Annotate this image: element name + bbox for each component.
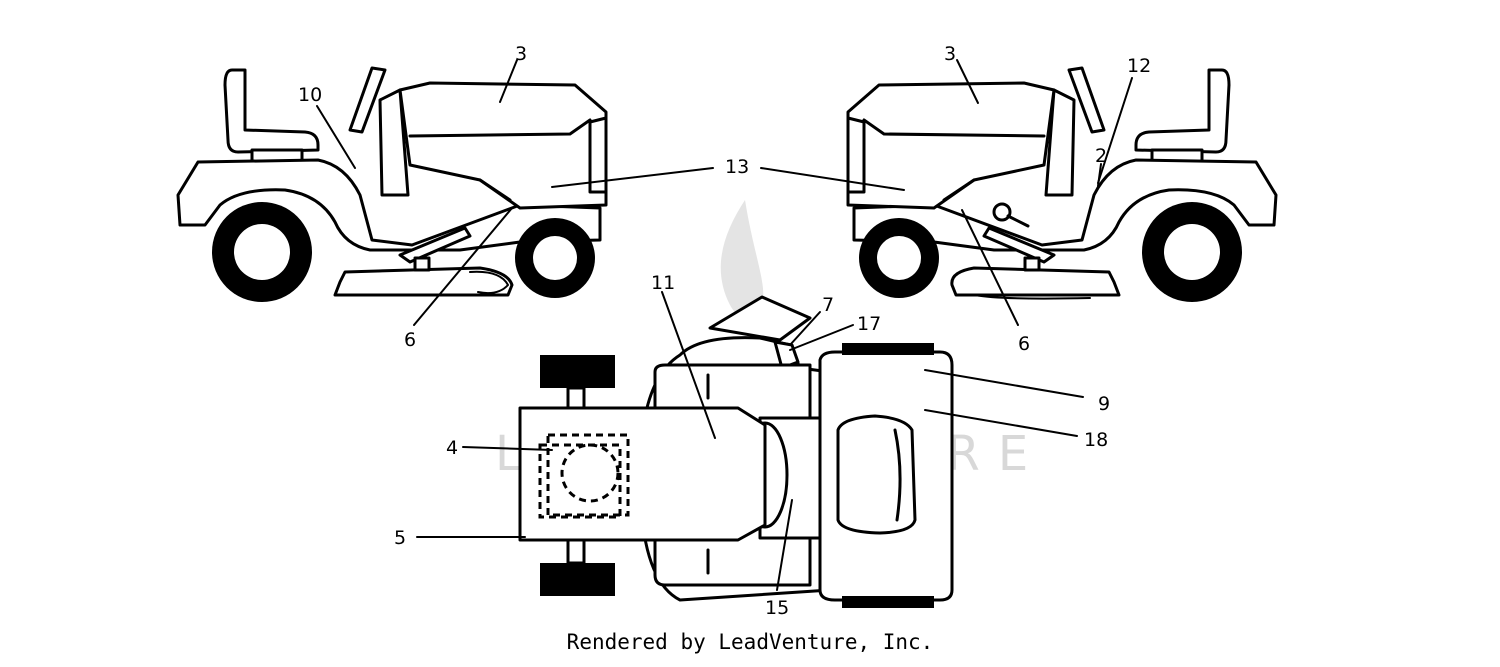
front-tire-bottom [842, 596, 934, 608]
leader-17 [789, 324, 854, 351]
rear-wheel-hub [234, 224, 290, 280]
seat [1134, 68, 1231, 154]
credit-text: Rendered by LeadVenture, Inc. [566, 630, 934, 654]
ignition-key-shaft [1006, 214, 1030, 228]
hood-side-crease [478, 178, 512, 202]
battery-box-inner [538, 443, 622, 519]
callout-12: 12 [1127, 55, 1151, 77]
leader-2 [1097, 163, 1102, 187]
steering-wheel [348, 66, 387, 134]
leader-13-right [760, 167, 905, 191]
leader-6-left [413, 207, 513, 326]
callout-2: 2 [1095, 145, 1107, 167]
leader-10 [316, 105, 356, 169]
leader-9 [924, 369, 1084, 398]
headlight-dome-inner [893, 428, 902, 522]
leader-lines [316, 59, 1133, 591]
tractor-right-side-view [846, 66, 1278, 302]
callout-18: 18 [1084, 429, 1108, 451]
steering-wheel [1067, 66, 1106, 134]
watermark-flame-icon [720, 200, 764, 320]
rear-frame [518, 406, 767, 542]
steering-column [1044, 88, 1076, 197]
rear-wheel-hub [1164, 224, 1220, 280]
front-tire-top [842, 343, 934, 355]
leader-18 [924, 409, 1078, 437]
leader-15 [776, 499, 793, 591]
callout-6-right: 6 [1018, 333, 1030, 355]
battery-box [546, 433, 630, 517]
leader-13-left [551, 167, 714, 188]
callout-6-left: 6 [404, 329, 416, 351]
mower-deck [333, 266, 514, 297]
callout-5: 5 [394, 527, 406, 549]
rear-tire-bottom [540, 563, 615, 596]
hood [846, 81, 1056, 210]
front-wheel-hub [533, 236, 577, 280]
fuel-tank-outline [560, 443, 620, 503]
leader-7 [789, 311, 821, 346]
callout-3-right: 3 [944, 43, 956, 65]
leader-6-right [961, 209, 1019, 326]
mower-deck [950, 266, 1121, 297]
hood [398, 81, 608, 210]
leader-3-left [499, 59, 518, 103]
callout-13: 13 [725, 156, 749, 178]
callout-4: 4 [446, 437, 458, 459]
callout-17: 17 [857, 313, 881, 335]
foot-pedal [982, 226, 1056, 264]
hood-top-line [862, 118, 1046, 138]
leader-11 [661, 291, 716, 439]
deck-chute [469, 270, 509, 295]
rear-fender [852, 158, 1278, 252]
callout-15: 15 [765, 597, 789, 619]
deck-hanger [1023, 256, 1041, 272]
callout-10: 10 [298, 84, 322, 106]
hood-side-panel [588, 116, 608, 194]
deck-hanger [413, 256, 431, 272]
tractor-left-side-view [176, 66, 608, 302]
seat-back-raised [708, 295, 812, 342]
leader-4 [462, 446, 553, 451]
tractor-top-view [518, 295, 954, 608]
callout-numbers: 3 10 13 6 3 12 2 6 11 7 17 9 18 4 5 15 [298, 43, 1151, 619]
leader-12 [1097, 77, 1133, 184]
ignition-key-icon [992, 202, 1012, 222]
hood-top-line [408, 118, 592, 138]
deck-underside [974, 294, 1091, 300]
steering-column [378, 88, 410, 197]
front-wheel-hub [877, 236, 921, 280]
callout-11: 11 [651, 272, 675, 294]
callout-9: 9 [1098, 393, 1110, 415]
leader-3-right [956, 59, 979, 104]
rear-tire-top [540, 355, 615, 388]
seat [223, 68, 320, 154]
rear-axle-bottom [566, 538, 586, 565]
foot-pedal [398, 226, 472, 264]
hood-side-panel [846, 116, 866, 194]
callout-3-left: 3 [515, 43, 527, 65]
callout-7: 7 [822, 294, 834, 316]
hood-side-crease [942, 178, 976, 202]
headlight-dome [836, 414, 917, 535]
